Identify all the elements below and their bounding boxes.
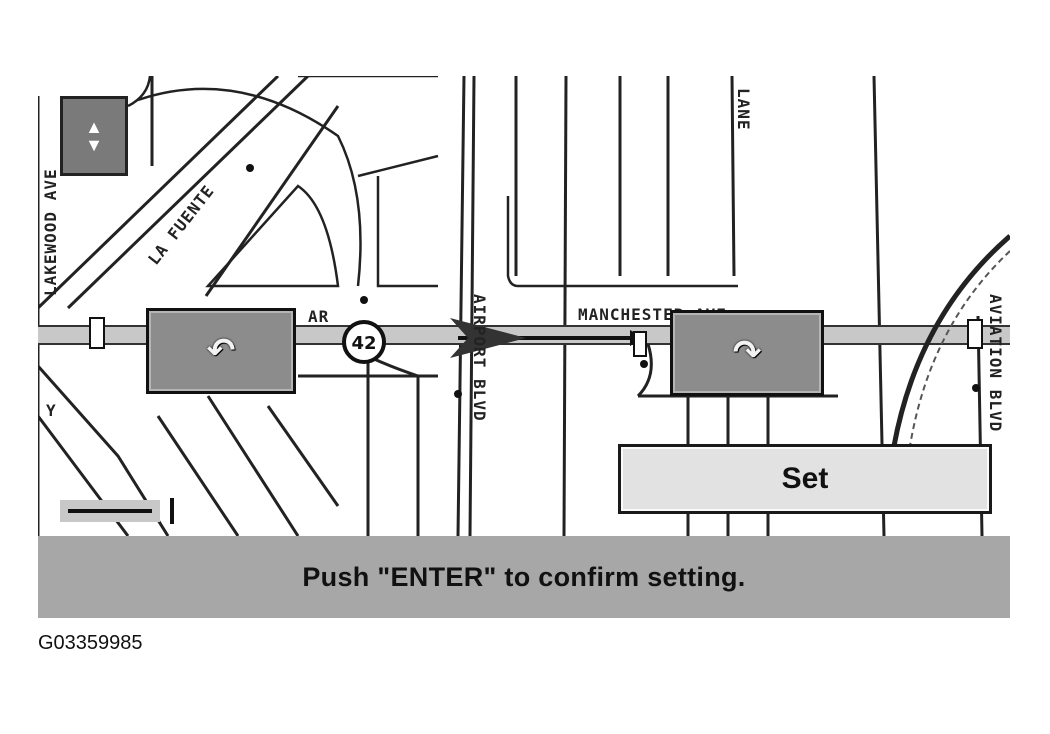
figure-id: G03359985 xyxy=(38,632,143,654)
vertical-streets xyxy=(38,76,984,536)
u-turn-marker-left[interactable]: ↶ xyxy=(146,308,296,394)
u-turn-marker-right[interactable]: ↷ xyxy=(670,310,824,396)
road-label-fragment-ar: AR xyxy=(308,307,329,326)
status-bar: Push "ENTER" to confirm setting. xyxy=(38,536,1010,618)
north-arrow-down-icon: ▼ xyxy=(85,135,103,155)
aviation-blvd-curve xyxy=(891,234,1010,447)
poi-dots xyxy=(246,164,980,398)
block-outline xyxy=(506,196,738,288)
map-scale-bar xyxy=(60,498,174,524)
road-label-lakewood-ave: LAKEWOOD AVE xyxy=(41,168,60,296)
u-turn-icon: ↷ xyxy=(732,333,762,373)
road-label-fragment-y: Y xyxy=(46,401,57,420)
road-label-airport-blvd: AIRPORT BLVD xyxy=(470,294,489,422)
compass-icon[interactable]: ▲ ▼ xyxy=(60,96,128,176)
curved-streets xyxy=(127,76,439,288)
u-turn-icon: ↶ xyxy=(206,331,236,371)
set-button[interactable]: Set xyxy=(618,444,992,514)
road-label-aviation-blvd: AVIATION BLVD xyxy=(986,294,1005,432)
road-label-lane: LANE xyxy=(734,88,753,131)
navigation-screen: 42 LAKEWOOD AVE LA FUENTE LANE AIRPORT B… xyxy=(38,76,1010,618)
route-shield: 42 xyxy=(342,320,386,364)
status-message: Push "ENTER" to confirm setting. xyxy=(302,561,746,592)
north-arrow-up-icon: ▲ xyxy=(85,117,103,137)
intersection-markers xyxy=(89,317,983,357)
route-shield-number: 42 xyxy=(351,333,376,354)
